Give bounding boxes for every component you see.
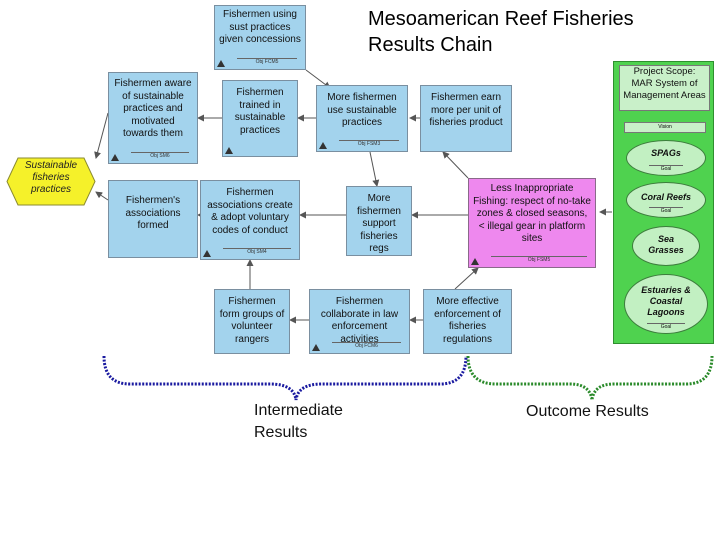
box-more-sustainable-text: More fishermen use sustainable practices <box>327 92 397 128</box>
vision-bar: Vision <box>624 122 706 133</box>
box-less-fishing-text: Less Inappropriate Fishing: respect of n… <box>473 183 591 244</box>
box-codes-text: Fishermen associations create & adopt vo… <box>207 187 293 236</box>
goal-coral-tag: Goal <box>649 207 683 214</box>
hexagon-line-2: fisheries <box>32 172 70 183</box>
box-aware-text: Fishermen aware of sustainable practices… <box>114 78 192 139</box>
box-earn-more: Fishermen earn more per unit of fisherie… <box>420 85 512 152</box>
sustainable-practices-hexagon <box>6 157 96 206</box>
warning-triangle-icon <box>203 250 211 257</box>
project-scope-panel: Project Scope: MAR System of Management … <box>613 61 714 344</box>
box-aware: Fishermen aware of sustainable practices… <box>108 72 198 164</box>
box-less-fishing: Less Inappropriate Fishing: respect of n… <box>468 178 596 268</box>
goal-spags-tag: Goal <box>649 165 683 172</box>
hexagon-line-1: Sustainable <box>24 160 78 171</box>
goal-coral-line-1: Coral Reefs <box>640 192 692 202</box>
warning-triangle-icon <box>111 154 119 161</box>
box-enforcement: More effective enforcement of fisheries … <box>423 289 512 354</box>
outcome-results-caption: Outcome Results <box>526 403 649 420</box>
title-line-1: Mesoamerican Reef Fisheries <box>368 8 634 30</box>
goal-estuaries-line-1: Estuaries & <box>641 285 691 295</box>
box-concessions-text: Fishermen using sust practices given con… <box>219 9 301 45</box>
warning-triangle-icon <box>471 258 479 265</box>
scope-line-3: Management Areas <box>623 90 706 101</box>
goal-sea-grasses: Sea Grasses <box>632 226 700 266</box>
arrows <box>94 69 612 324</box>
box-collaborate-text: Fishermen collaborate in law enforcement… <box>320 296 399 345</box>
diagram-title: Mesoamerican Reef Fisheries Results Chai… <box>368 6 634 58</box>
box-support-regs-text: More fishermen support fisheries regs <box>357 193 401 254</box>
box-less-fishing-tag: Obj FSM5 <box>491 256 587 264</box>
goal-sea-line-2: Grasses <box>648 245 684 255</box>
intermediate-line-1: Intermediate <box>254 402 343 419</box>
arrow-less-to-earn <box>442 151 469 179</box>
goal-estuaries: Estuaries & Coastal Lagoons Goal <box>624 274 708 334</box>
warning-triangle-icon <box>319 142 327 149</box>
goal-sea-line-1: Sea <box>657 234 674 244</box>
arrow-assoc-to-hex <box>95 191 109 201</box>
box-associations-text: Fishermen's associations formed <box>125 195 181 231</box>
intermediate-results-caption: Intermediate Results <box>254 400 343 444</box>
scope-line-1: Project Scope: <box>633 66 696 77</box>
box-codes: Fishermen associations create & adopt vo… <box>200 180 300 260</box>
hexagon-label: Sustainable fisheries practices <box>6 160 96 196</box>
arrow-enforce-to-less <box>454 267 479 290</box>
goal-estuaries-tag: Goal <box>647 323 685 330</box>
intermediate-brace <box>102 355 468 401</box>
box-codes-tag: Obj SM4 <box>223 248 291 256</box>
box-more-sustainable-tag: Obj FSM3 <box>339 140 399 148</box>
box-support-regs: More fishermen support fisheries regs <box>346 186 412 256</box>
arrow-more-to-support <box>369 151 380 187</box>
box-trained: Fishermen trained in sustainable practic… <box>222 80 298 157</box>
title-line-2: Results Chain <box>368 34 493 56</box>
project-scope-heading: Project Scope: MAR System of Management … <box>619 65 710 111</box>
warning-triangle-icon <box>225 147 233 154</box>
goal-spags: SPAGs Goal <box>626 140 706 176</box>
box-more-sustainable: More fishermen use sustainable practices… <box>316 85 408 152</box>
box-concessions-tag: Obj FCM5 <box>237 58 297 66</box>
box-concessions: Fishermen using sust practices given con… <box>214 5 306 70</box>
box-aware-tag: Obj SM6 <box>131 152 189 160</box>
hexagon-line-3: practices <box>30 184 71 195</box>
arrow-aware-to-hex <box>94 112 109 159</box>
box-collaborate-tag: Obj FCM6 <box>332 342 401 350</box>
box-rangers: Fishermen form groups of volunteer range… <box>214 289 290 354</box>
outcome-brace <box>466 355 714 401</box>
goal-coral-reefs: Coral Reefs Goal <box>626 182 706 218</box>
goal-estuaries-line-2: Coastal <box>649 296 683 306</box>
box-associations: Fishermen's associations formed <box>108 180 198 258</box>
scope-line-2: MAR System of <box>631 78 698 89</box>
box-rangers-text: Fishermen form groups of volunteer range… <box>219 296 285 345</box>
box-earn-more-text: Fishermen earn more per unit of fisherie… <box>429 92 503 128</box>
warning-triangle-icon <box>217 60 225 67</box>
warning-triangle-icon <box>312 344 320 351</box>
goal-spags-line-1: SPAGs <box>651 148 681 158</box>
box-collaborate: Fishermen collaborate in law enforcement… <box>309 289 410 354</box>
intermediate-line-2: Results <box>254 424 308 441</box>
box-enforcement-text: More effective enforcement of fisheries … <box>434 296 501 345</box>
box-trained-text: Fishermen trained in sustainable practic… <box>234 87 286 136</box>
goal-estuaries-line-3: Lagoons <box>647 307 685 317</box>
